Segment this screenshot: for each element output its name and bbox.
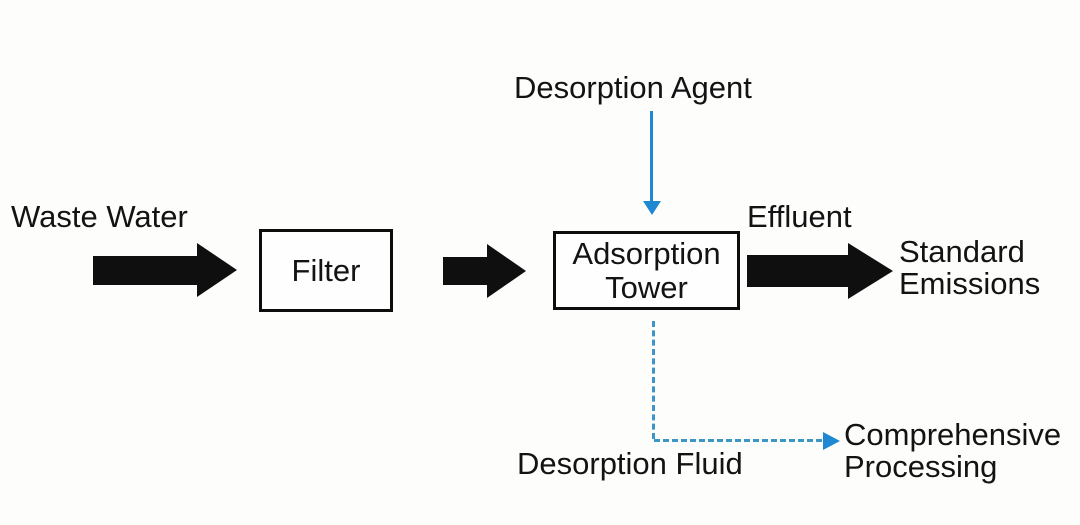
comprehensive-processing-line1: Comprehensive [844, 417, 1062, 452]
effluent-label: Effluent [747, 199, 852, 234]
desorption-fluid-line-horizontal-icon [654, 439, 822, 442]
filter-node-label: Filter [291, 252, 361, 288]
tower-to-emissions-arrowhead-icon [848, 243, 893, 299]
desorption-fluid-line-vertical-icon [652, 321, 655, 439]
desorption-agent-arrow-icon [650, 111, 653, 202]
comprehensive-processing-line2: Processing [844, 449, 998, 484]
filter-to-tower-arrow-icon [443, 257, 487, 285]
desorption-fluid-arrowhead-icon [823, 432, 840, 450]
desorption-fluid-label: Desorption Fluid [517, 446, 743, 481]
desorption-agent-arrowhead-icon [643, 201, 661, 215]
waste-water-label: Waste Water [11, 199, 188, 234]
standard-emissions-line1: Standard [899, 234, 1025, 269]
adsorption-tower-node: Adsorption Tower [553, 231, 740, 310]
adsorption-tower-label-line1: Adsorption [572, 235, 721, 271]
waste-to-filter-arrow-icon [93, 256, 197, 285]
standard-emissions-label: Standard Emissions [899, 236, 1040, 300]
filter-to-tower-arrowhead-icon [487, 244, 526, 298]
tower-to-emissions-arrow-icon [747, 255, 848, 287]
waste-to-filter-arrowhead-icon [197, 243, 237, 297]
adsorption-tower-label-line2: Tower [605, 269, 688, 305]
comprehensive-processing-label: Comprehensive Processing [844, 419, 1061, 483]
desorption-agent-label: Desorption Agent [514, 70, 752, 105]
standard-emissions-line2: Emissions [899, 266, 1041, 301]
filter-node: Filter [259, 229, 393, 312]
